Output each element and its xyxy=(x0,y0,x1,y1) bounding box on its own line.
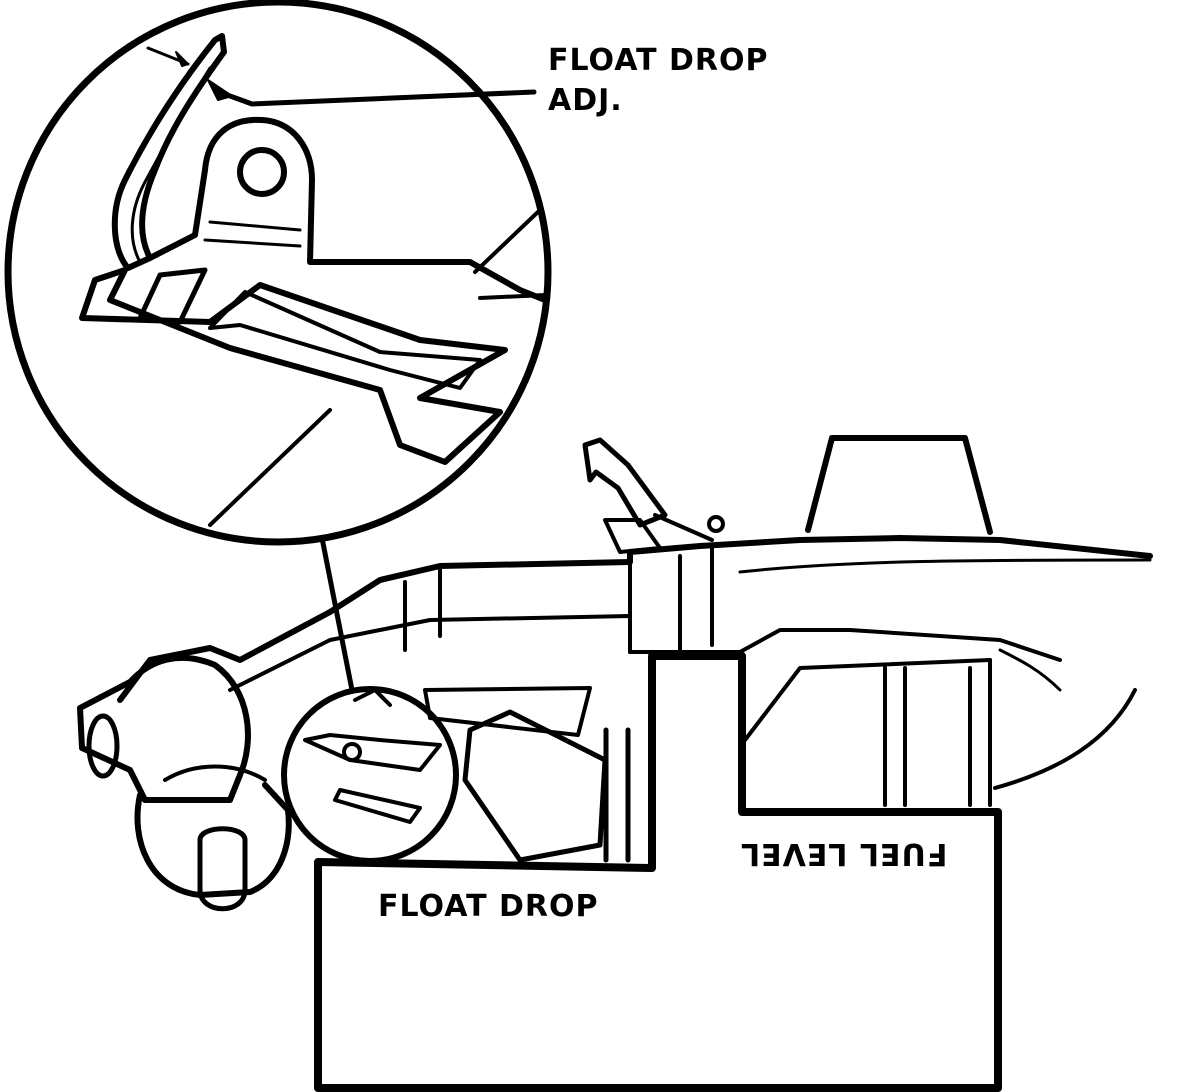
locator-arm xyxy=(303,733,442,772)
detail-wall-line-3 xyxy=(478,293,547,300)
float-drop-adj-label-line2: ADJ. xyxy=(548,83,623,118)
bowl-right-inner xyxy=(998,648,1062,692)
casting-mid-edge xyxy=(228,614,1062,692)
float-drop-label: FLOAT DROP xyxy=(378,889,599,924)
inlet-fitting xyxy=(77,654,251,803)
locator-tab xyxy=(333,788,422,824)
detail-connector-line xyxy=(319,535,355,693)
float-arm-slot xyxy=(137,267,208,325)
locator-tip xyxy=(353,688,392,707)
float-arm-rib xyxy=(208,290,482,390)
float-bowl-section xyxy=(314,652,1002,1092)
linkage-rod xyxy=(653,513,714,542)
detail-circle-outline xyxy=(4,0,552,546)
linkage-lever xyxy=(582,437,668,528)
dimension-arrow-right xyxy=(207,79,233,101)
float-drop-locator xyxy=(281,686,459,864)
fuel-level-slant xyxy=(743,658,992,742)
carburetor-body xyxy=(77,435,1153,1092)
fuel-valve-stem xyxy=(197,826,248,912)
casting-ribs xyxy=(403,546,714,654)
fuel-level-columns xyxy=(883,658,992,807)
inlet-port xyxy=(86,713,120,779)
hinge-body xyxy=(147,116,548,303)
hinge-detail-line-2 xyxy=(203,238,302,248)
dimension-arrow-left xyxy=(175,51,189,67)
detail-magnifier xyxy=(4,0,552,546)
float-drop-adj-label-line1: FLOAT DROP xyxy=(548,43,769,78)
detail-wall-line-1 xyxy=(473,208,542,274)
fuel-valve-collar xyxy=(163,764,267,782)
linkage-pivot xyxy=(707,515,725,533)
locator-pin xyxy=(342,742,362,762)
hinge-pin-hole xyxy=(237,147,287,197)
detail-wall-line-2 xyxy=(208,408,332,527)
linkage-block xyxy=(603,518,662,554)
casting-top-edge xyxy=(117,535,1153,703)
body-contour-line-2 xyxy=(1078,546,1152,558)
float-body xyxy=(462,709,608,863)
choke-dome xyxy=(805,435,993,535)
fuel-level-label: FUEL LEVEL xyxy=(740,836,948,871)
locator-circle xyxy=(281,686,459,864)
adj-leader-line xyxy=(227,89,537,107)
body-contour-line xyxy=(738,558,1152,574)
tang-inner-edge xyxy=(130,66,212,264)
float-drop-tang xyxy=(111,33,227,271)
hinge-detail-line-1 xyxy=(208,220,302,232)
float-arm-plate xyxy=(79,267,508,465)
bowl-right-curve xyxy=(993,688,1137,790)
